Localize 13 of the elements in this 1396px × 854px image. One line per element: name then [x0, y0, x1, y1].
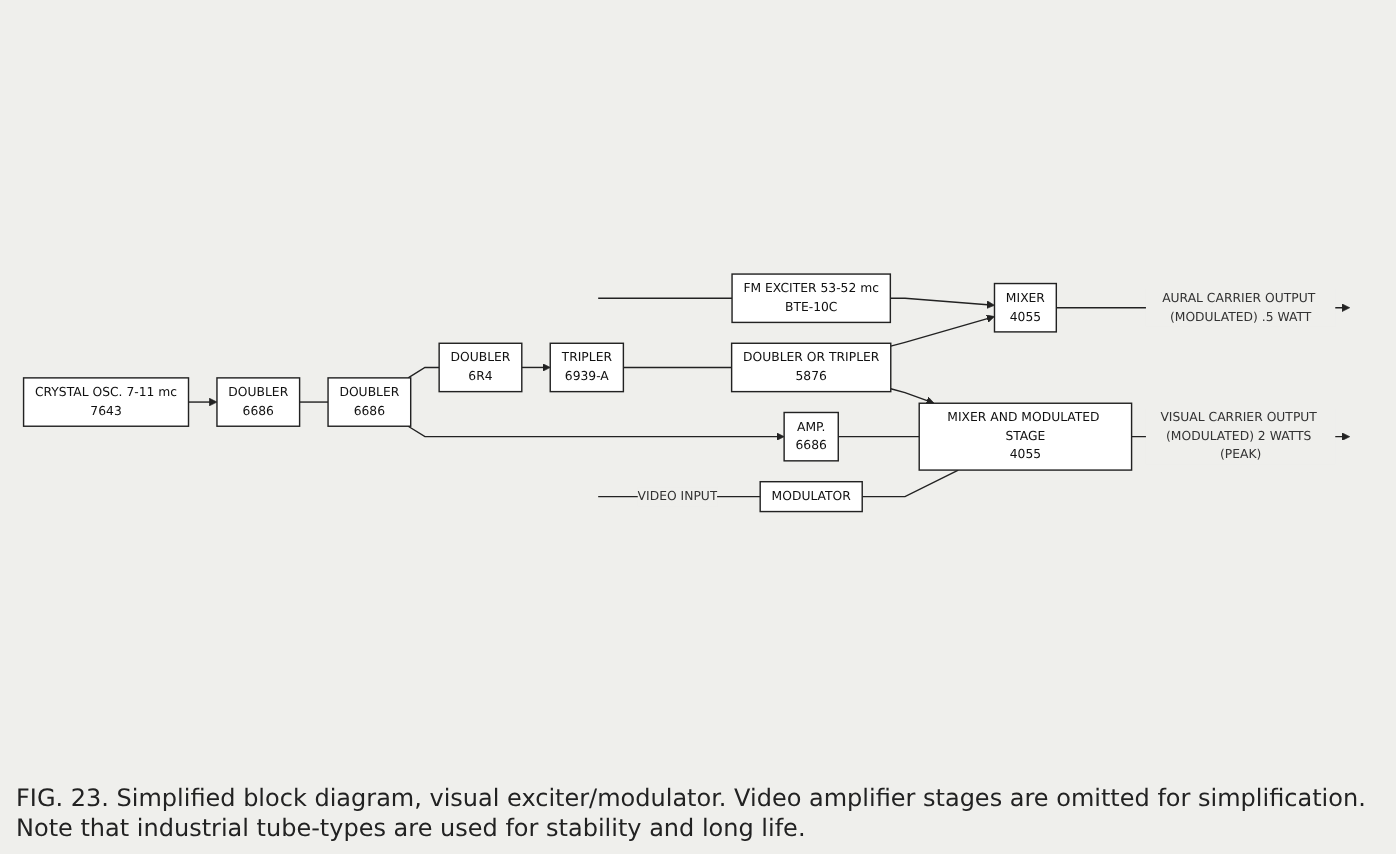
connector: [407, 366, 440, 379]
connector: [298, 401, 329, 403]
connector: [861, 469, 959, 498]
connector: [622, 366, 733, 369]
arrow: [407, 425, 785, 441]
arrow: [521, 363, 551, 372]
arrow: [890, 388, 935, 405]
connector: [597, 297, 733, 299]
connector: [837, 435, 920, 438]
figure-caption: FIG. 23. Simplified block diagram, visual exciter/modulator. Video amplifier stages are omitted for simplification. Note that industrial tube-types are used for stability and long life.: [16, 783, 1368, 846]
arrow: [187, 397, 218, 407]
arrow: [889, 297, 995, 309]
arrow: [890, 314, 995, 347]
